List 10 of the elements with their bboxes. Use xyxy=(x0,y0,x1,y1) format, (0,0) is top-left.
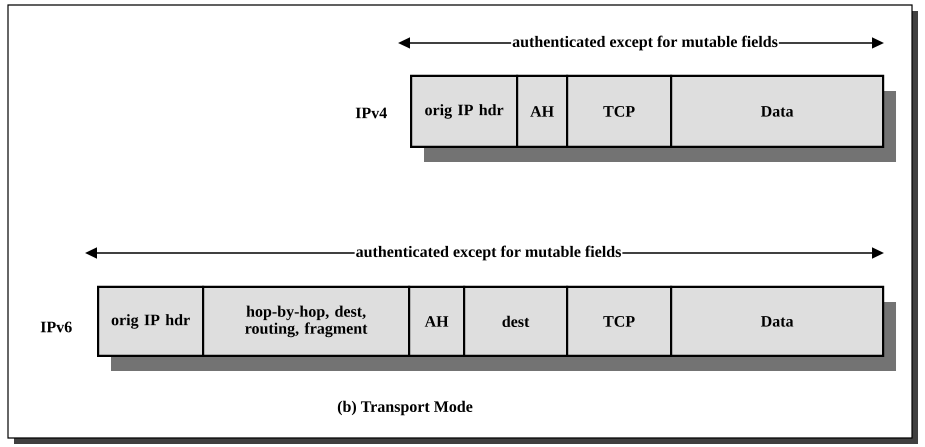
header-field: AH xyxy=(408,286,466,357)
caption: (b) Transport Mode xyxy=(338,400,472,416)
span-label: authenticated except for mutable fields xyxy=(511,34,779,52)
header-field: orig IP hdr xyxy=(97,286,204,357)
row-label: IPv4 xyxy=(356,108,387,118)
row-label: IPv6 xyxy=(40,322,72,332)
header-field: dest xyxy=(463,286,568,357)
header-field: TCP xyxy=(566,286,672,357)
span-label: authenticated except for mutable fields xyxy=(354,244,622,262)
header-field: AH xyxy=(516,74,568,148)
